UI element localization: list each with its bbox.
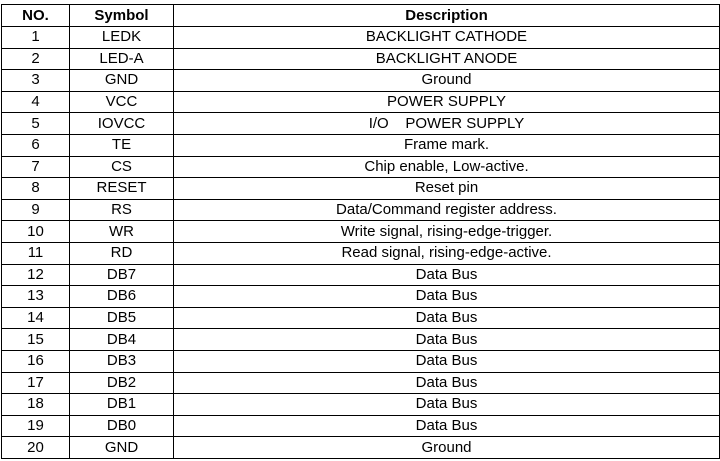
pin-number: 11: [1, 241, 70, 265]
pin-number: 7: [1, 155, 70, 179]
pin-number: 18: [1, 393, 70, 416]
pin-number: 4: [1, 90, 70, 114]
pin-description: Write signal, rising-edge-trigger.: [173, 220, 720, 243]
pin-symbol: DB6: [69, 285, 174, 308]
pin-description: Data Bus: [173, 328, 720, 351]
pin-number: 6: [1, 133, 70, 157]
pin-symbol: IOVCC: [69, 112, 174, 135]
pin-number: 19: [1, 414, 70, 438]
pin-description: I/O POWER SUPPLY: [173, 112, 720, 135]
pin-symbol: DB4: [69, 328, 174, 351]
pin-number: 17: [1, 371, 70, 395]
pin-symbol: CS: [69, 155, 174, 179]
pin-description: Data Bus: [173, 414, 720, 438]
pin-symbol: WR: [69, 220, 174, 243]
table-header-row: NO. Symbol Description: [1, 4, 720, 27]
pin-number: 15: [1, 328, 70, 351]
pin-symbol: DB7: [69, 263, 174, 287]
header-symbol: Symbol: [69, 4, 174, 27]
pin-description: Data Bus: [173, 306, 720, 330]
pin-number: 20: [1, 436, 70, 459]
pin-symbol: DB2: [69, 371, 174, 395]
pin-symbol: DB1: [69, 393, 174, 416]
pin-symbol: LED-A: [69, 47, 174, 71]
pin-description: Ground: [173, 69, 720, 92]
pin-description: Reset pin: [173, 177, 720, 200]
pin-number: 3: [1, 69, 70, 92]
pin-description: Frame mark.: [173, 133, 720, 157]
pin-description: POWER SUPPLY: [173, 90, 720, 114]
pin-number: 5: [1, 112, 70, 135]
pin-number: 14: [1, 306, 70, 330]
pin-symbol: RD: [69, 241, 174, 265]
header-no: NO.: [1, 4, 70, 27]
pin-number: 9: [1, 198, 70, 222]
pin-symbol: DB5: [69, 306, 174, 330]
pin-symbol: LEDK: [69, 26, 174, 49]
pin-description: Read signal, rising-edge-active.: [173, 241, 720, 265]
pin-number: 1: [1, 26, 70, 49]
pin-number: 13: [1, 285, 70, 308]
pin-number: 12: [1, 263, 70, 287]
pin-symbol: DB3: [69, 349, 174, 373]
pin-number: 16: [1, 349, 70, 373]
pin-description: Chip enable, Low-active.: [173, 155, 720, 179]
pin-symbol: VCC: [69, 90, 174, 114]
header-description: Description: [173, 4, 720, 27]
pin-description: BACKLIGHT ANODE: [173, 47, 720, 71]
pin-description: Data/Command register address.: [173, 198, 720, 222]
pin-symbol: RESET: [69, 177, 174, 200]
pin-symbol: RS: [69, 198, 174, 222]
pin-description: Data Bus: [173, 393, 720, 416]
pin-description: Data Bus: [173, 285, 720, 308]
pin-number: 10: [1, 220, 70, 243]
pin-symbol: DB0: [69, 414, 174, 438]
pin-description: BACKLIGHT CATHODE: [173, 26, 720, 49]
pin-symbol: GND: [69, 436, 174, 459]
pin-number: 8: [1, 177, 70, 200]
pin-description: Ground: [173, 436, 720, 459]
pin-description: Data Bus: [173, 263, 720, 287]
pin-description: Data Bus: [173, 371, 720, 395]
pin-symbol: TE: [69, 133, 174, 157]
pin-number: 2: [1, 47, 70, 71]
pin-symbol: GND: [69, 69, 174, 92]
pin-description: Data Bus: [173, 349, 720, 373]
